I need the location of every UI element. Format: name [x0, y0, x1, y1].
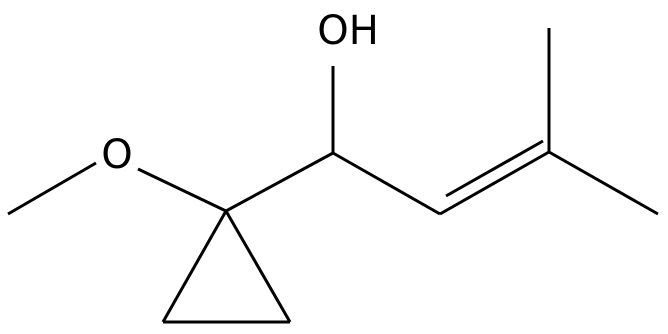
- bond-methyl-to-ether-oxygen: [7, 161, 97, 216]
- bond-cyclopropyl-ring-left: [161, 210, 228, 323]
- bond-alkene-double-inner: [445, 139, 544, 198]
- hydroxyl-label: OH: [317, 8, 379, 54]
- bond-ether-oxygen-to-cyclopropyl: [137, 167, 227, 213]
- bond-carbinol-to-vinyl: [332, 151, 441, 216]
- bond-cyclopropyl-to-carbinol: [225, 151, 334, 213]
- ether-oxygen-label: O: [101, 132, 132, 178]
- bond-cyclopropyl-ring-right: [224, 210, 292, 323]
- bond-methyl-right: [548, 150, 659, 216]
- bond-alkene-double-outer: [439, 150, 550, 216]
